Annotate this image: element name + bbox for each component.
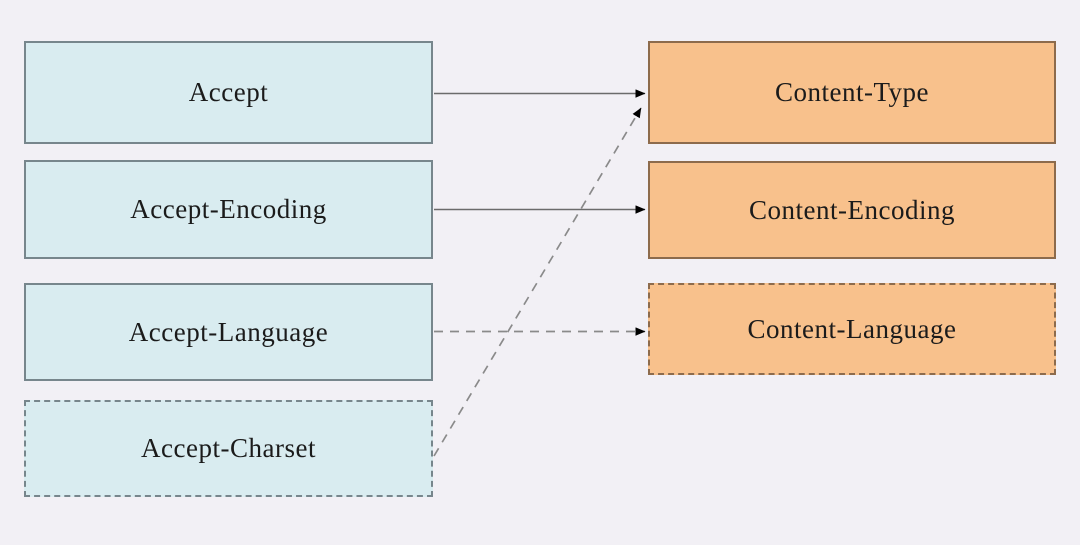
node-accept-charset[interactable]: Accept-Charset	[24, 400, 433, 497]
node-content-type-label: Content-Type	[774, 77, 930, 107]
node-accept-charset-label: Accept-Charset	[141, 433, 316, 463]
node-accept-language[interactable]: Accept-Language	[24, 283, 433, 381]
node-accept-encoding[interactable]: Accept-Encoding	[24, 160, 433, 259]
node-accept[interactable]: Accept	[24, 41, 433, 144]
node-accept-label: Accept	[188, 77, 269, 107]
node-content-language-label: Content-Language	[747, 313, 957, 344]
edge-accept-charset-to-content-type	[433, 107, 642, 457]
node-accept-encoding-label: Accept-Encoding	[130, 194, 327, 224]
node-content-type[interactable]: Content-Type	[648, 41, 1056, 144]
node-content-encoding[interactable]: Content-Encoding	[648, 161, 1056, 259]
node-content-encoding-label: Content-Encoding	[749, 194, 955, 225]
node-content-language[interactable]: Content-Language	[648, 283, 1056, 375]
node-accept-language-label: Accept-Language	[128, 316, 329, 347]
